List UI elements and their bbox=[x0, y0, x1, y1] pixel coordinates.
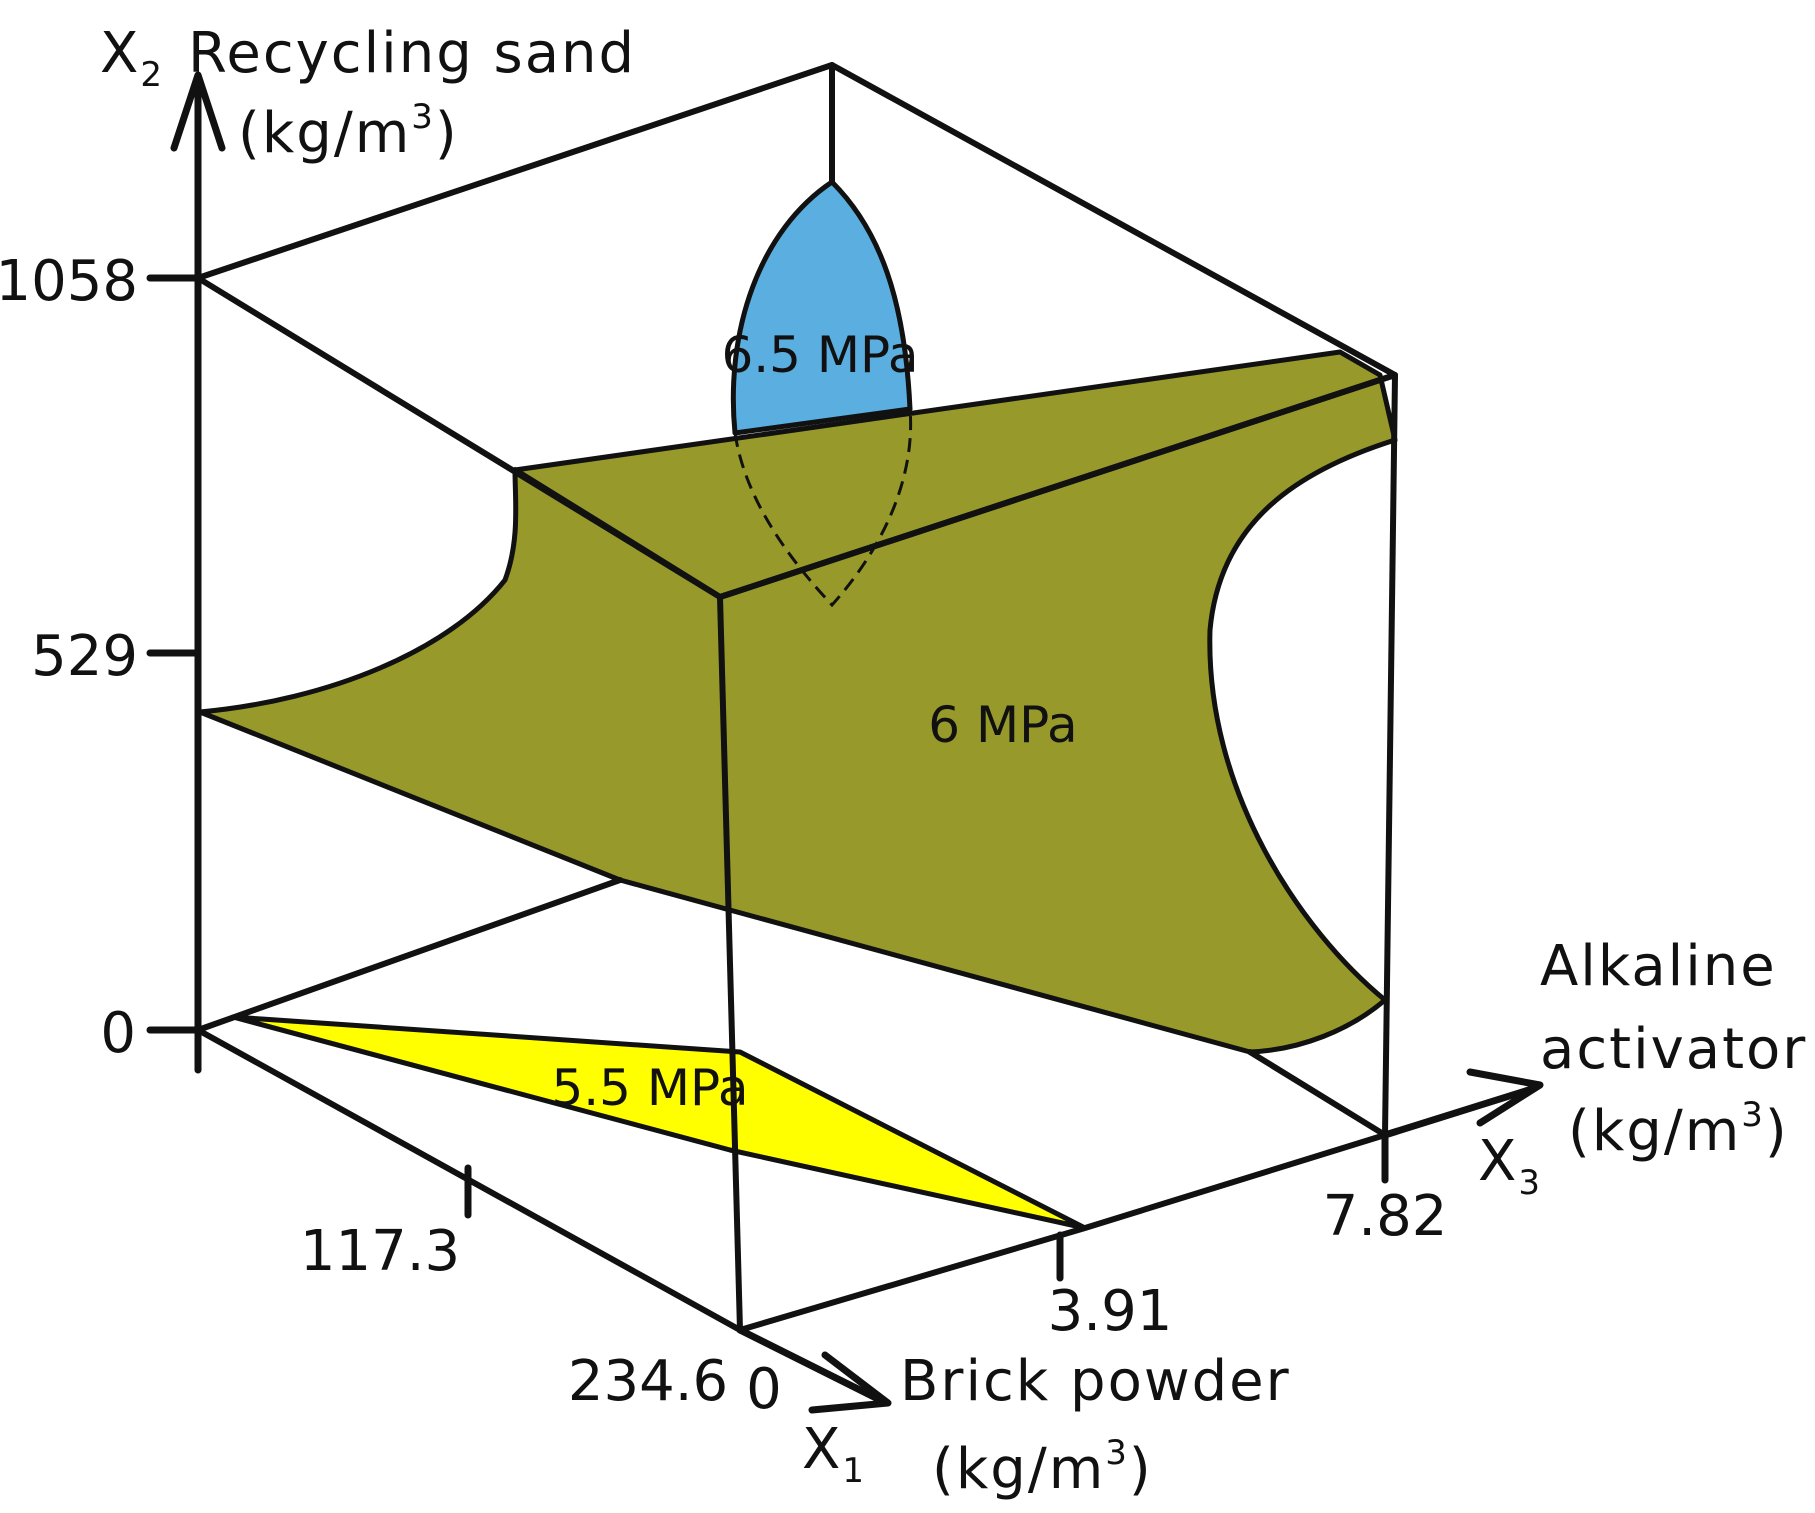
x1-unit-base: (kg/m bbox=[932, 1437, 1105, 1502]
x2-unit-base: (kg/m bbox=[238, 101, 411, 166]
tick-marks bbox=[146, 274, 1389, 1282]
x1-axis-symbol: X1 bbox=[802, 1417, 866, 1491]
region-5.5mpa-label: 5.5 MPa bbox=[551, 1059, 748, 1117]
x1-axis bbox=[736, 1326, 892, 1414]
x2-unit-exp: 3 bbox=[411, 97, 435, 137]
x2-axis-title: X2 Recycling sand bbox=[100, 21, 636, 95]
x3-unit-base: (kg/m bbox=[1568, 1099, 1741, 1164]
x2-tick-1058: 1058 bbox=[0, 249, 138, 314]
x1-tick-234.6: 234.6 bbox=[568, 1349, 728, 1414]
x3-tick-7.82: 7.82 bbox=[1323, 1184, 1448, 1249]
x3-axis-title-line1: Alkaline bbox=[1540, 934, 1777, 999]
x2-unit-close: ) bbox=[435, 101, 459, 166]
region-6mpa-surface bbox=[197, 349, 1398, 1055]
x3-tick-3.91: 3.91 bbox=[1048, 1279, 1173, 1344]
x1-subscript: 1 bbox=[842, 1451, 866, 1491]
x3-axis-unit: (kg/m3) bbox=[1568, 1095, 1789, 1164]
x3-axis-title-line2: activator bbox=[1540, 1017, 1807, 1082]
x3-subscript: 3 bbox=[1518, 1163, 1542, 1203]
x2-subscript: 2 bbox=[140, 55, 164, 95]
x3-tick-0: 0 bbox=[746, 1357, 782, 1422]
region-6.5mpa-label: 6.5 MPa bbox=[721, 326, 918, 384]
region-6.5mpa-hidden-outline bbox=[733, 408, 913, 608]
x2-tick-529: 529 bbox=[31, 624, 138, 689]
x1-axis-title: Brick powder bbox=[900, 1349, 1291, 1414]
x1-unit-exp: 3 bbox=[1105, 1433, 1129, 1473]
region-6.5mpa-surface bbox=[730, 179, 913, 436]
x2-axis bbox=[170, 71, 226, 1074]
x3-unit-exp: 3 bbox=[1741, 1095, 1765, 1135]
x1-unit-close: ) bbox=[1129, 1437, 1153, 1502]
x2-tick-0: 0 bbox=[100, 1001, 136, 1066]
region-6mpa-label: 6 MPa bbox=[928, 696, 1077, 754]
x3-axis-symbol: X3 bbox=[1478, 1129, 1542, 1203]
x3-symbol: X bbox=[1478, 1129, 1518, 1194]
x2-axis-unit: (kg/m3) bbox=[238, 97, 459, 166]
x2-symbol: X bbox=[100, 21, 140, 86]
x2-name: Recycling sand bbox=[188, 21, 636, 86]
x1-axis-unit: (kg/m3) bbox=[932, 1433, 1153, 1502]
x1-symbol: X bbox=[802, 1417, 842, 1482]
cube-wireframe bbox=[195, 62, 1398, 1333]
x3-unit-close: ) bbox=[1765, 1099, 1789, 1164]
x1-tick-117.3: 117.3 bbox=[300, 1219, 460, 1284]
x3-axis bbox=[1381, 1068, 1544, 1139]
